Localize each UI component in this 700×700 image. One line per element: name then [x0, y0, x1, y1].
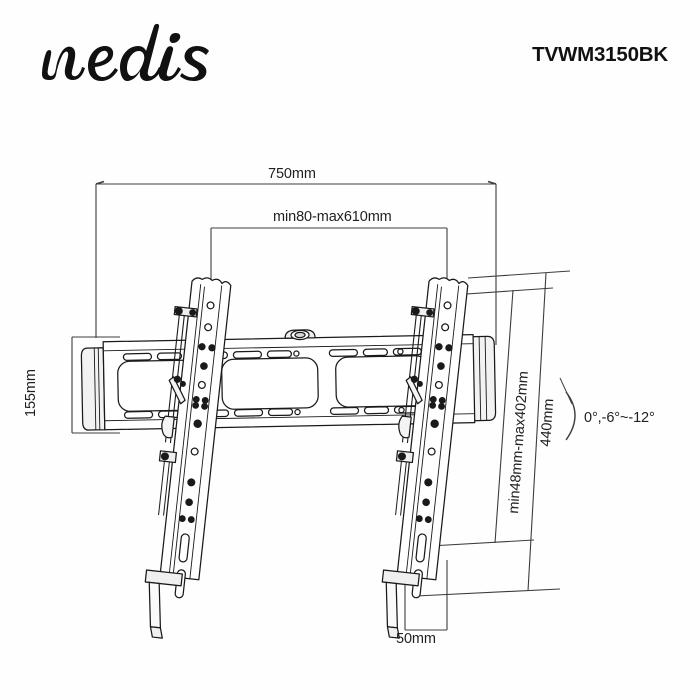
- left-arm-body: [159, 277, 232, 581]
- dim-line-440: [527, 272, 547, 592]
- right-arm-hardware: [395, 305, 435, 516]
- nedis-script-logo-icon: [42, 23, 209, 81]
- bubble-level-indicator: [284, 329, 316, 341]
- plate-hole: [293, 350, 300, 357]
- right-arm-bottom-hook: [381, 569, 420, 639]
- dimension-label-overall-width: 750mm: [268, 166, 316, 182]
- plate-hole: [294, 408, 301, 416]
- tilt-angle-arc: [565, 391, 576, 441]
- dim-line-vesa-v: [494, 289, 514, 544]
- plate-cutout-center: [221, 357, 319, 410]
- ext-line-440-top: [467, 270, 571, 279]
- left-arm-hardware: [158, 305, 198, 516]
- dimension-label-overall-height: 440mm: [538, 398, 558, 448]
- tilt-angle-leader: [559, 377, 573, 405]
- plate-height-text: 155mm: [23, 369, 39, 417]
- ext-line-vesa-v-bottom: [429, 539, 535, 547]
- dimension-label-tilt-angle: 0°,-6°~-12°: [584, 410, 655, 426]
- dimension-label-vesa-horizontal: min80-max610mm: [273, 209, 392, 225]
- wall-plate-right-endcap: [470, 335, 497, 422]
- left-vertical-arm: [144, 277, 232, 639]
- ext-line-vesa-v-top: [451, 287, 554, 296]
- plate-hole: [398, 406, 405, 414]
- right-arm-body: [396, 277, 469, 581]
- plate-hole: [397, 348, 404, 355]
- dimension-label-wall-depth: 50mm: [396, 631, 436, 647]
- right-vertical-arm: [381, 277, 469, 639]
- wall-plate-left-endcap: [80, 347, 106, 431]
- ext-line-440-bottom: [415, 588, 561, 597]
- product-code-label: TVWM3150BK: [532, 43, 668, 66]
- page-header: TVWM3150BK: [0, 0, 700, 100]
- left-arm-bottom-hook: [144, 569, 183, 639]
